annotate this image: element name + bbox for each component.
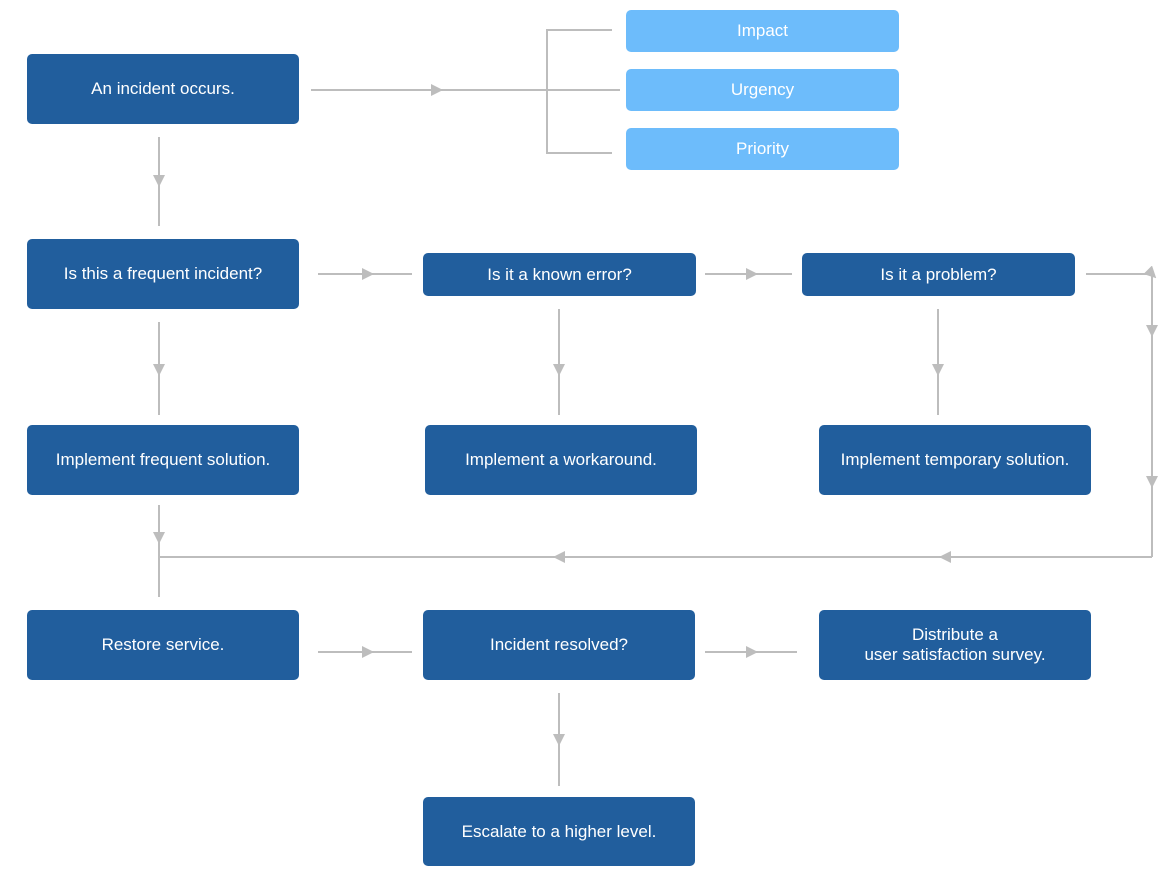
node-known-error-label: Is it a known error? [487, 264, 632, 284]
node-temporary-solution-label: Implement temporary solution. [840, 450, 1070, 469]
node-known-error: Is it a known error? [423, 253, 696, 296]
node-survey-label-line1: Distribute a [912, 625, 998, 644]
node-frequent-solution: Implement frequent solution. [27, 425, 299, 495]
node-escalate-label: Escalate to a higher level. [461, 821, 657, 841]
node-restore-service: Restore service. [27, 610, 299, 680]
node-urgency: Urgency [626, 69, 899, 111]
node-is-problem: Is it a problem? [802, 253, 1075, 296]
node-impact-label: Impact [736, 21, 789, 40]
node-satisfaction-survey: Distribute a user satisfaction survey. [819, 610, 1091, 680]
node-frequent-incident: Is this a frequent incident? [27, 239, 299, 309]
node-frequent-solution-label: Implement frequent solution. [55, 450, 271, 469]
node-priority-label: Priority [736, 139, 789, 158]
node-frequent-incident-label: Is this a frequent incident? [63, 264, 263, 283]
node-incident-resolved: Incident resolved? [423, 610, 695, 680]
node-priority: Priority [626, 128, 899, 170]
node-workaround-label: Implement a workaround. [465, 450, 657, 469]
connector-bracket [546, 29, 612, 154]
node-restore-service-label: Restore service. [101, 635, 225, 654]
connector-problem-to-merge [1086, 265, 1158, 557]
node-urgency-label: Urgency [730, 80, 795, 99]
node-is-problem-label: Is it a problem? [880, 264, 997, 284]
node-workaround: Implement a workaround. [425, 425, 697, 495]
node-incident-resolved-label: Incident resolved? [490, 635, 628, 654]
node-survey-label-line2: user satisfaction survey. [864, 645, 1046, 664]
node-incident-occurs: An incident occurs. [27, 54, 299, 124]
node-escalate: Escalate to a higher level. [423, 797, 695, 866]
node-impact: Impact [626, 10, 899, 52]
node-incident-occurs-label: An incident occurs. [91, 79, 235, 98]
node-temporary-solution: Implement temporary solution. [819, 425, 1091, 495]
